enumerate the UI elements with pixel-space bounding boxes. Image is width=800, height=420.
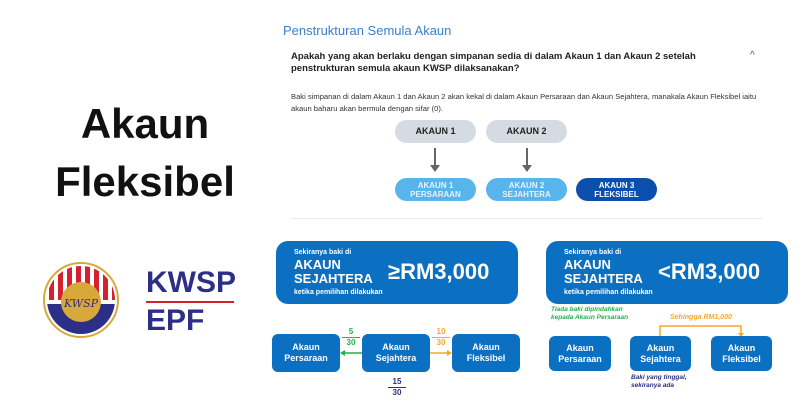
faq-question[interactable]: Apakah yang akan berlaku dengan simpanan… [291, 51, 696, 74]
threshold-value: <RM3,000 [658, 259, 761, 284]
condition: ketika pemilihan dilakukan [294, 289, 383, 296]
transfer-arrows [340, 350, 452, 356]
kwsp-emblem-logo: KWSP [43, 262, 119, 338]
headline-line2: Fleksibel [55, 158, 235, 205]
intro: Sekiranya baki di [564, 249, 622, 256]
condition: ketika pemilihan dilakukan [564, 289, 653, 296]
old-account-1: AKAUN 1 [395, 120, 476, 143]
section-title: Penstrukturan Semula Akaun [283, 23, 452, 38]
transfer-label: Sehingga RM1,000 [670, 314, 732, 321]
divider [291, 218, 762, 219]
intro: Sekiranya baki di [294, 249, 352, 256]
faq-answer: Baki simpanan di dalam Akaun 1 dan Akaun… [291, 92, 757, 113]
arrow-down-icon [522, 148, 532, 172]
arrow-down-icon [430, 148, 440, 172]
logo-kwsp: KWSP [146, 266, 236, 299]
note-sejahtera: Baki yang tinggal, sekiranya ada [631, 374, 687, 389]
chevron-up-icon[interactable]: ^ [750, 50, 755, 61]
transfer-bracket [659, 325, 744, 337]
threshold-value: ≥RM3,000 [388, 259, 490, 284]
headline-line1: Akaun [80, 100, 210, 147]
note-persaraan: Tiada baki dipindahkan kepada Akaun Pers… [551, 306, 629, 321]
svg-text:KWSP: KWSP [63, 297, 99, 310]
logo-divider [146, 301, 234, 303]
logo-epf: EPF [146, 304, 205, 337]
old-account-2: AKAUN 2 [486, 120, 567, 143]
